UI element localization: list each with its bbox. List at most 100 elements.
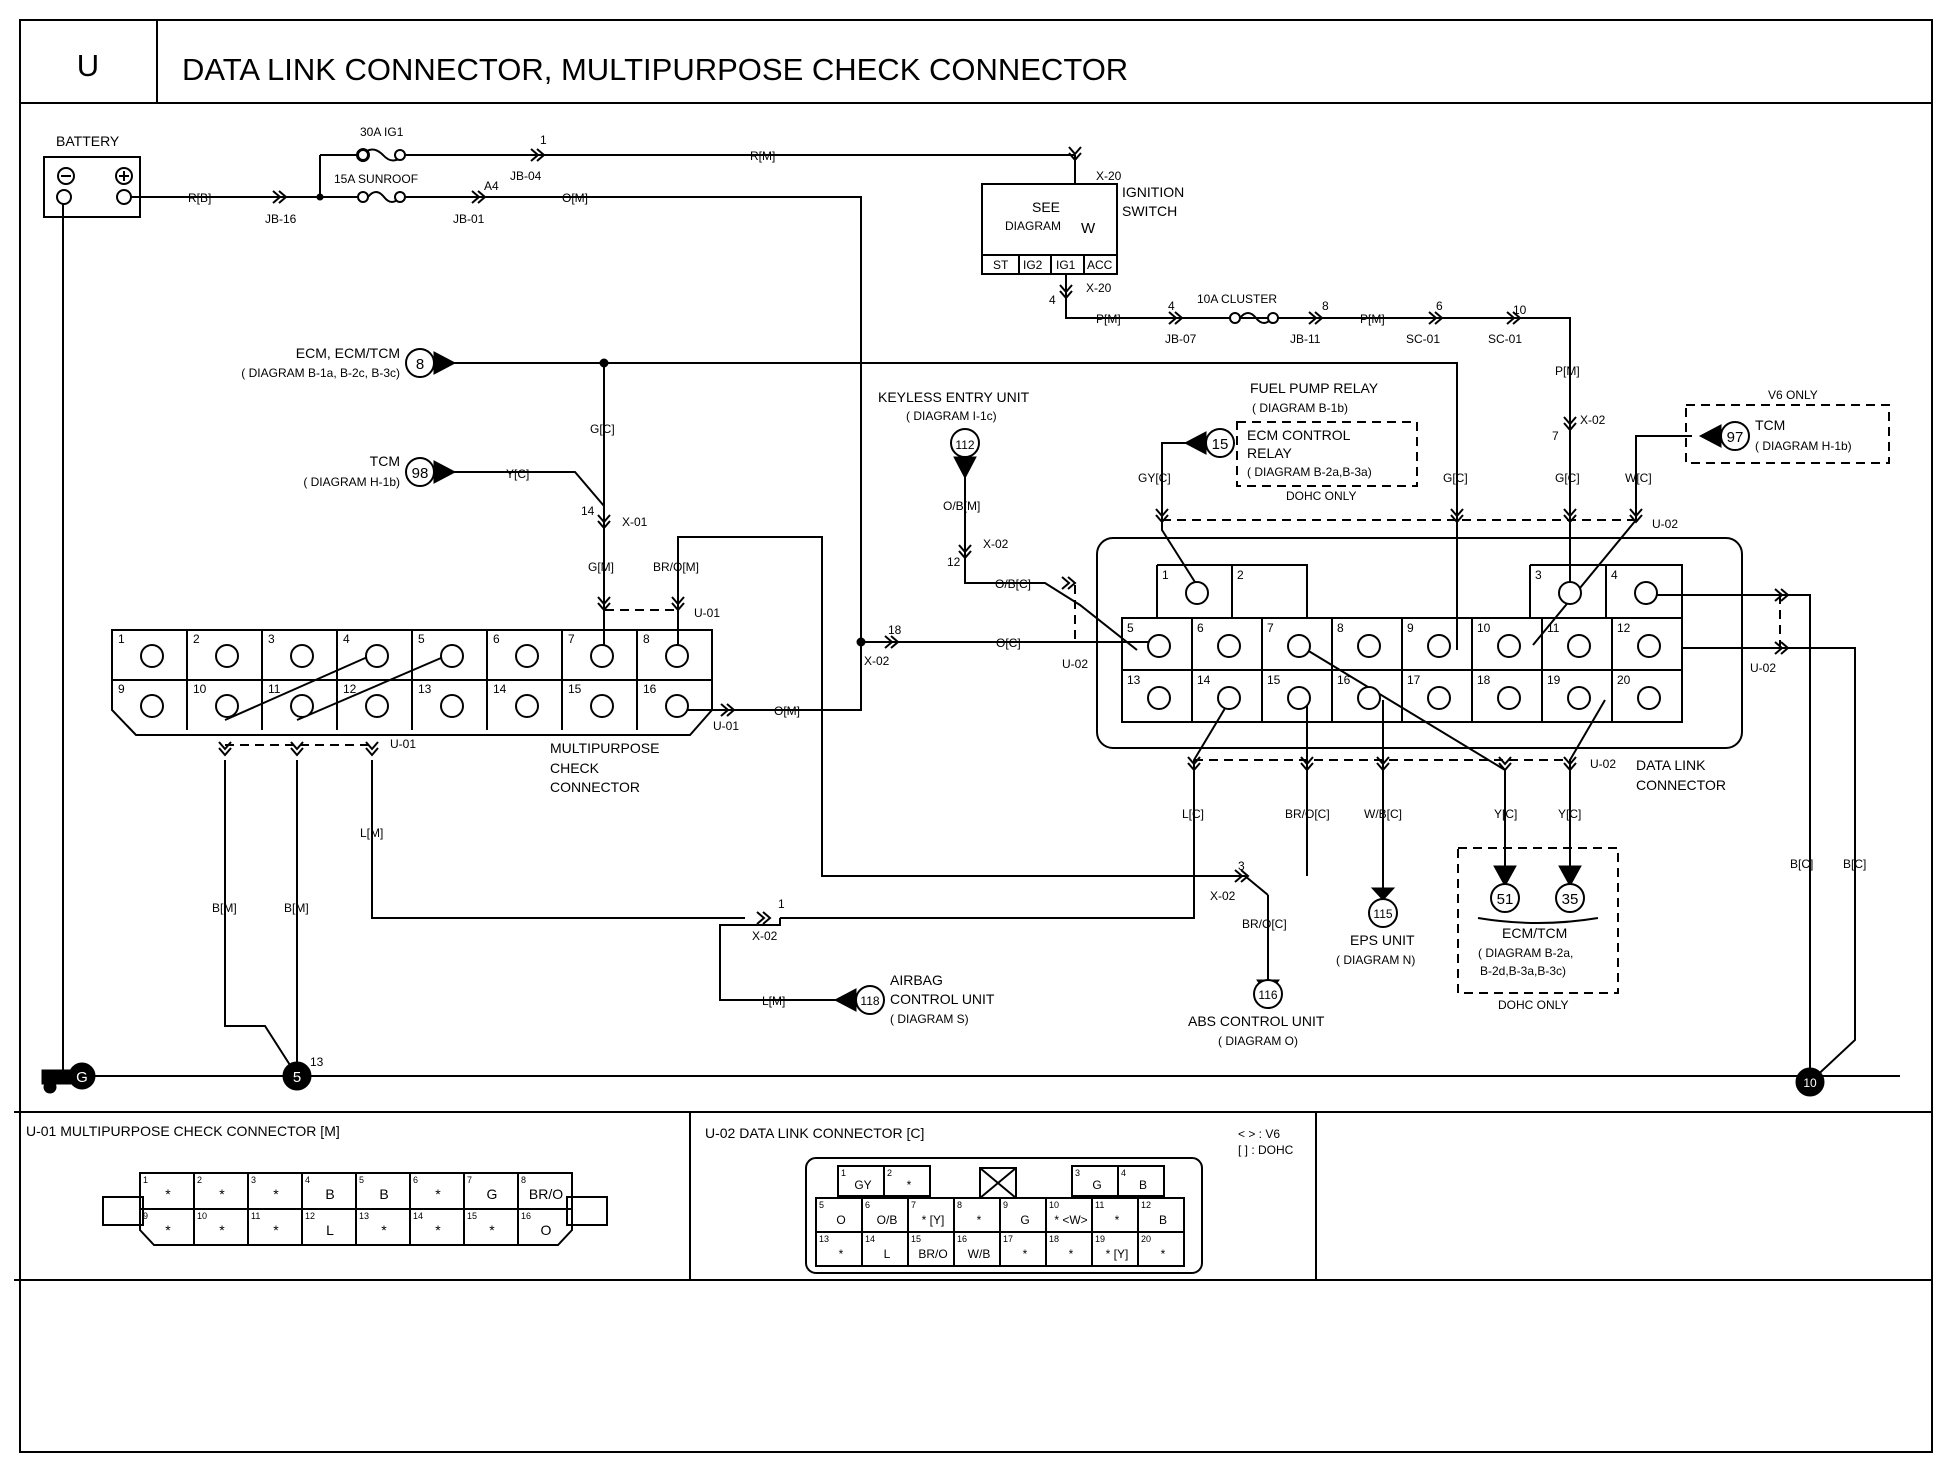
ground-5: [282, 1061, 312, 1091]
u01-pin-num: 4: [305, 1175, 310, 1185]
mpcc-pin-4: [365, 644, 389, 668]
dlc-pin-7: [1287, 634, 1311, 658]
ground-g: [41, 1062, 96, 1094]
u01-pin-num: 1: [143, 1175, 148, 1185]
wire-gc1: G[C]: [590, 422, 615, 436]
wire-broc1: BR/O[C]: [1285, 807, 1330, 821]
u02-pin-num: 20: [1141, 1234, 1151, 1244]
u02-connector-view: [805, 1157, 1203, 1274]
mpcc-pin-6: [515, 644, 539, 668]
conn-x02b: X-02: [983, 537, 1009, 551]
u01-pin-num: 2: [197, 1175, 202, 1185]
ign-st: ST: [993, 258, 1009, 272]
sc01b: SC-01: [1488, 332, 1522, 346]
wire-lc: L[C]: [1182, 807, 1204, 821]
ref-eps-l1: EPS UNIT: [1350, 932, 1415, 948]
u02-pin-num: 16: [957, 1234, 967, 1244]
ref-tcm98-l1: TCM: [370, 453, 400, 469]
wire-bc2: B[C]: [1843, 857, 1866, 871]
ref-ecmtcm-num1: 51: [1497, 891, 1514, 908]
ref-tcm98-num: 98: [412, 465, 429, 482]
dlc-pin-4: [1634, 581, 1658, 605]
mpcc-pin-16: [665, 694, 689, 718]
u02-pin-wire: G: [1020, 1213, 1029, 1227]
u02-pin-num: 10: [1049, 1200, 1059, 1210]
dlc-pin-14: [1217, 686, 1241, 710]
u02-pin-wire: *: [1023, 1247, 1028, 1261]
u01-pin-wire: *: [435, 1222, 441, 1238]
ref-tcm97-l0: V6 ONLY: [1768, 388, 1818, 402]
ref-airbag-l1: AIRBAG: [890, 972, 943, 988]
u02-pin-num: 14: [865, 1234, 875, 1244]
conn-x02a: X-02: [864, 654, 890, 668]
page-title: DATA LINK CONNECTOR, MULTIPURPOSE CHECK …: [182, 52, 1128, 87]
dlc-pin-19: [1567, 686, 1591, 710]
ref-airbag-num: 118: [860, 994, 879, 1008]
dlc-pin-num: 9: [1407, 621, 1414, 635]
dlc-pin-20: [1637, 686, 1661, 710]
jb11: JB-11: [1290, 332, 1321, 346]
x20a: X-20: [1096, 169, 1122, 183]
u02-pin-num: 4: [1121, 1168, 1126, 1178]
pin-18: 18: [888, 623, 902, 637]
pin-8: 8: [1322, 299, 1329, 313]
ecm-tcm-dohc-box: [1457, 847, 1619, 994]
u02-pin-wire: *: [977, 1213, 982, 1227]
u02-pin-num: 9: [1003, 1200, 1008, 1210]
mpcc-pin-7: [590, 644, 614, 668]
dlc-pin-15: [1287, 686, 1311, 710]
dlc-label-2: CONNECTOR: [1636, 777, 1726, 793]
u01-pin-wire: B: [325, 1186, 334, 1202]
u01-pin-wire: *: [165, 1186, 171, 1202]
jb07: JB-07: [1165, 332, 1197, 346]
ref-abs-l2: ( DIAGRAM O): [1218, 1034, 1298, 1048]
dlc-pin-num: 16: [1337, 673, 1351, 687]
u01-pin-wire: BR/O: [529, 1186, 563, 1202]
dlc-pin-num: 5: [1127, 621, 1134, 635]
dlc-pin-num: 1: [1162, 568, 1169, 582]
ground-10-label: 10: [1803, 1076, 1817, 1090]
u02-pin-num: 11: [1095, 1200, 1104, 1210]
dlc-pin-num: 3: [1535, 568, 1542, 582]
dlc-pin-9: [1427, 634, 1451, 658]
ref-fuelpump-l4: RELAY: [1247, 445, 1293, 461]
ign-see: SEE: [1032, 199, 1060, 215]
ref-eps-115: [1368, 887, 1398, 928]
dlc-pin-num: 14: [1197, 673, 1211, 687]
ref-tcm-98: [405, 457, 457, 487]
wire-lm2: L[M]: [762, 994, 785, 1008]
dlc-pin-5: [1147, 634, 1171, 658]
u01-pin-num: 9: [143, 1211, 148, 1221]
u02-pin-num: 19: [1095, 1234, 1105, 1244]
dlc-pin-12: [1637, 634, 1661, 658]
ref-ecm-8: [405, 348, 457, 378]
mpcc-pin-num: 6: [493, 632, 500, 646]
wire-gyc: GY[C]: [1138, 471, 1171, 485]
u02-pin-wire: *: [839, 1247, 844, 1261]
wire-rm: R[M]: [750, 149, 775, 163]
x20b: X-20: [1086, 281, 1112, 295]
mpcc-pin-13: [440, 694, 464, 718]
u01-pin-table: 1*2*3*4B5B6*7G8BR/O9*10*11*12L13*14*15*1…: [143, 1173, 563, 1245]
ref-tcm97-l1: TCM: [1755, 417, 1785, 433]
conn-u01b: U-01: [713, 719, 739, 733]
u02-legend-2: [ ] : DOHC: [1238, 1143, 1294, 1157]
ground-g-label: G: [76, 1069, 88, 1086]
u01-pin-wire: *: [273, 1222, 279, 1238]
ref-fuelpump-l3: ECM CONTROL: [1247, 427, 1351, 443]
u02-pin-wire: *: [1161, 1247, 1166, 1261]
u01-pin-num: 14: [413, 1211, 423, 1221]
u01-pin-wire: *: [489, 1222, 495, 1238]
u02-pin-num: 18: [1049, 1234, 1059, 1244]
conn-x02d: X-02: [1210, 889, 1236, 903]
u02-pin-wire: *: [907, 1178, 912, 1192]
ref-fuelpump-l6: DOHC ONLY: [1286, 489, 1356, 503]
dlc-pin-num: 17: [1407, 673, 1421, 687]
dlc-pin-3: [1558, 581, 1582, 605]
wire-pm3: P[M]: [1555, 364, 1580, 378]
u02-title: U-02 DATA LINK CONNECTOR [C]: [705, 1125, 924, 1141]
wire-brom: BR/O[M]: [653, 560, 699, 574]
wire-pm2: P[M]: [1360, 312, 1385, 326]
battery-label: BATTERY: [56, 133, 120, 149]
